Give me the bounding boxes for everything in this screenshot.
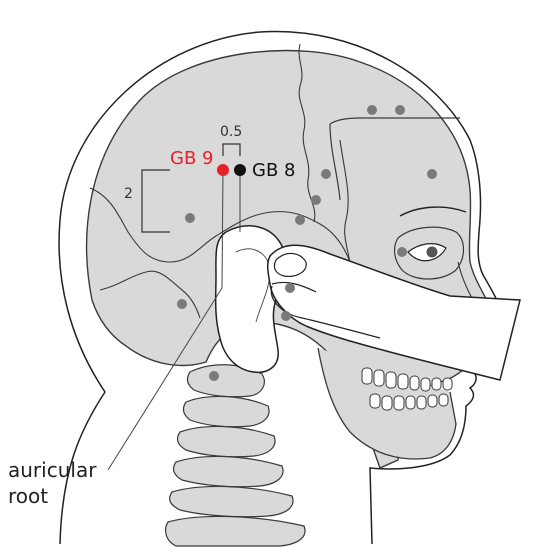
gray-point	[185, 213, 195, 223]
eyebrow	[399, 206, 467, 217]
gb8-point	[234, 164, 246, 176]
two-cun-bracket	[141, 169, 170, 233]
lambdoid-suture	[99, 270, 201, 319]
gray-point	[177, 299, 187, 309]
gb9-guide-line	[221, 169, 224, 289]
auricular-root-pointer	[107, 287, 223, 471]
teeth	[361, 367, 453, 411]
finger-crease	[271, 281, 317, 293]
frontal-box	[329, 117, 460, 125]
frontal-box-left	[329, 123, 341, 201]
gray-point	[209, 371, 219, 381]
iris	[426, 246, 438, 258]
gb8-label: GB 8	[252, 160, 295, 181]
gray-point	[295, 215, 305, 225]
gray-point	[321, 169, 331, 179]
half-cun-label: 0.5	[220, 124, 242, 140]
gray-point	[367, 105, 377, 115]
half-cun-bracket	[222, 143, 241, 156]
gray-point	[427, 169, 437, 179]
gray-point	[395, 105, 405, 115]
gray-point	[281, 311, 291, 321]
gray-point	[285, 283, 295, 293]
gb9-label: GB 9	[170, 148, 213, 169]
gray-point	[311, 195, 321, 205]
auricular-label-line1: auricular	[8, 458, 97, 482]
second-finger	[270, 285, 381, 339]
squamous-suture	[89, 187, 351, 263]
two-cun-label: 2	[124, 186, 133, 202]
gb9-point	[217, 164, 229, 176]
gray-acupoints	[177, 105, 437, 381]
coronal-suture	[298, 43, 316, 223]
cervical-spine	[165, 364, 306, 547]
gray-point	[397, 247, 407, 257]
finger-nail	[273, 252, 307, 277]
auricular-label-line2: root	[8, 484, 48, 508]
